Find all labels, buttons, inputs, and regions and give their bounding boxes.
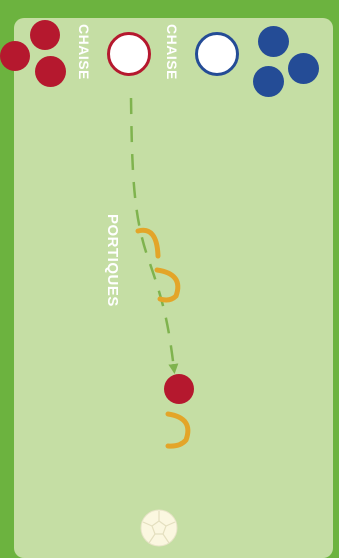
gate-icon: [168, 414, 188, 446]
jack-ball-icon: [141, 510, 177, 546]
gate-icon: [138, 230, 158, 256]
red-ball-in-play-icon: [164, 374, 194, 404]
